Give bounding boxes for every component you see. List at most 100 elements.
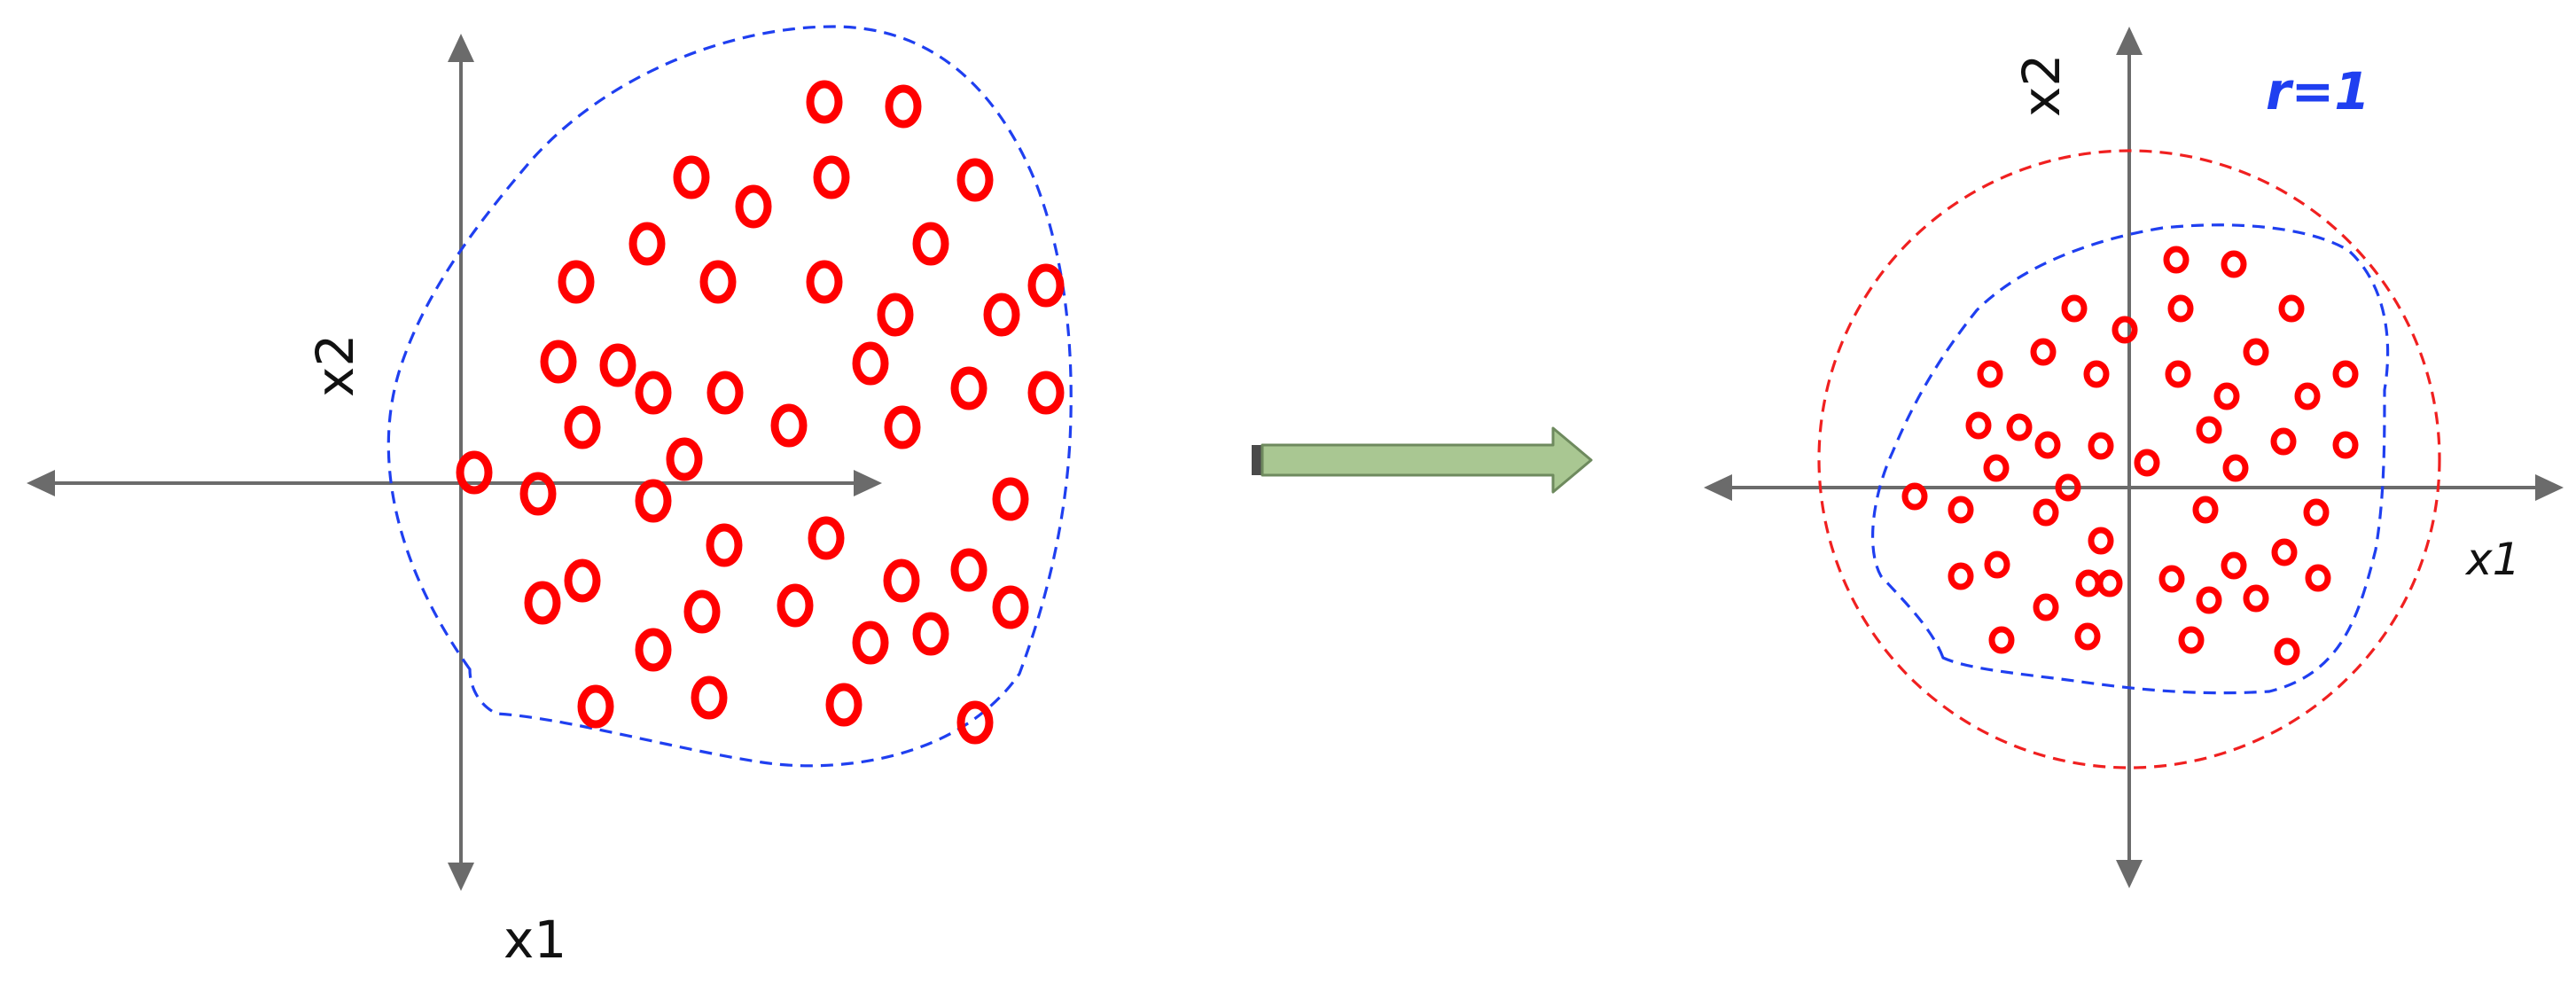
left-point-6: [735, 184, 772, 229]
right-point-23: [2134, 449, 2160, 477]
right-axis-arrowhead-up: [2116, 27, 2143, 55]
left-point-45: [956, 700, 994, 745]
right-point-31: [2088, 527, 2114, 555]
left-point-17: [635, 371, 672, 415]
left-point-16: [599, 343, 636, 387]
left-point-42: [577, 684, 614, 729]
left-data-points: [456, 80, 1065, 745]
left-point-10: [699, 260, 737, 304]
left-data-boundary: [386, 25, 1073, 768]
right-point-45: [2178, 626, 2205, 654]
right-data-points: [1901, 246, 2359, 666]
right-point-15: [1965, 411, 1992, 440]
left-point-43: [691, 676, 728, 720]
left-point-4: [813, 155, 850, 199]
right-point-28: [2033, 498, 2059, 527]
left-axes: [27, 34, 882, 891]
left-point-23: [770, 403, 808, 448]
left-point-32: [524, 581, 561, 625]
right-axis-arrowhead-left: [1704, 474, 1732, 501]
left-point-25: [666, 437, 703, 481]
right-point-30: [2303, 498, 2330, 527]
left-point-5: [956, 158, 994, 202]
right-point-8: [2030, 338, 2057, 366]
left-point-35: [777, 583, 814, 628]
left-point-37: [950, 548, 987, 592]
left-point-26: [456, 450, 493, 495]
right-point-26: [1901, 482, 1928, 511]
right-point-32: [1948, 562, 1974, 590]
left-point-9: [558, 260, 595, 304]
right-point-27: [1948, 496, 1974, 524]
right-point-13: [2213, 382, 2240, 410]
right-point-19: [2196, 416, 2222, 444]
left-point-30: [706, 523, 743, 567]
left-point-22: [564, 405, 601, 449]
right-x-axis-label: x1: [2464, 534, 2520, 585]
right-y-axis-label: x2: [2011, 54, 2072, 117]
right-data-boundary: [1870, 223, 2390, 695]
right-point-38: [2271, 538, 2298, 566]
left-axis-arrowhead-right: [854, 470, 882, 496]
right-point-36: [2158, 565, 2185, 593]
right-panel: x1 x2 r=1: [1704, 27, 2564, 888]
left-point-7: [628, 222, 666, 266]
left-point-38: [992, 585, 1029, 629]
right-point-34: [2075, 569, 2102, 597]
left-point-12: [877, 293, 914, 337]
right-point-6: [2278, 294, 2305, 323]
right-point-24: [2222, 454, 2249, 482]
left-y-axis-label: x2: [305, 334, 365, 397]
left-point-21: [1027, 371, 1065, 415]
left-point-44: [825, 683, 863, 727]
right-point-33: [1984, 551, 2010, 579]
right-point-37: [2221, 551, 2247, 580]
right-point-3: [2167, 294, 2194, 323]
left-point-14: [1027, 263, 1065, 308]
right-point-2: [2221, 250, 2247, 278]
left-point-15: [540, 340, 577, 384]
right-point-22: [1983, 454, 2010, 482]
left-axis-arrowhead-up: [448, 34, 474, 62]
left-point-24: [884, 405, 921, 449]
right-point-4: [2061, 294, 2088, 323]
left-point-8: [912, 222, 949, 266]
right-point-7: [2243, 338, 2269, 366]
right-point-42: [2196, 586, 2222, 614]
right-point-46: [2274, 637, 2300, 666]
left-x-axis-label: x1: [503, 910, 566, 970]
right-point-9: [1977, 360, 2003, 388]
left-point-18: [706, 371, 744, 415]
right-point-39: [2305, 564, 2331, 592]
right-point-40: [2033, 593, 2059, 621]
left-point-3: [673, 155, 710, 199]
left-point-2: [885, 84, 922, 129]
right-point-17: [2034, 431, 2061, 459]
right-point-18: [2088, 432, 2114, 460]
unit-circle-boundary: [1817, 149, 2441, 769]
left-point-19: [852, 341, 889, 386]
right-point-25: [2055, 473, 2081, 502]
left-panel: x1 x2: [27, 25, 1073, 970]
right-point-35: [2096, 569, 2123, 597]
right-point-20: [2270, 427, 2297, 456]
left-point-40: [852, 621, 889, 665]
left-axis-arrowhead-left: [27, 470, 55, 496]
left-point-28: [635, 479, 672, 523]
left-point-41: [912, 612, 949, 656]
left-point-33: [564, 558, 601, 603]
right-point-43: [2243, 584, 2269, 613]
left-axis-arrowhead-down: [448, 863, 474, 891]
left-point-34: [683, 590, 721, 634]
left-point-1: [806, 80, 843, 124]
left-point-39: [635, 628, 672, 672]
right-point-1: [2163, 246, 2190, 274]
right-point-11: [2165, 360, 2191, 388]
arrow-right-icon: [1252, 426, 1593, 494]
right-point-14: [2294, 382, 2321, 410]
right-point-16: [2006, 413, 2033, 441]
left-point-11: [806, 260, 843, 304]
left-point-20: [950, 366, 987, 410]
right-axis-arrowhead-down: [2116, 860, 2143, 888]
